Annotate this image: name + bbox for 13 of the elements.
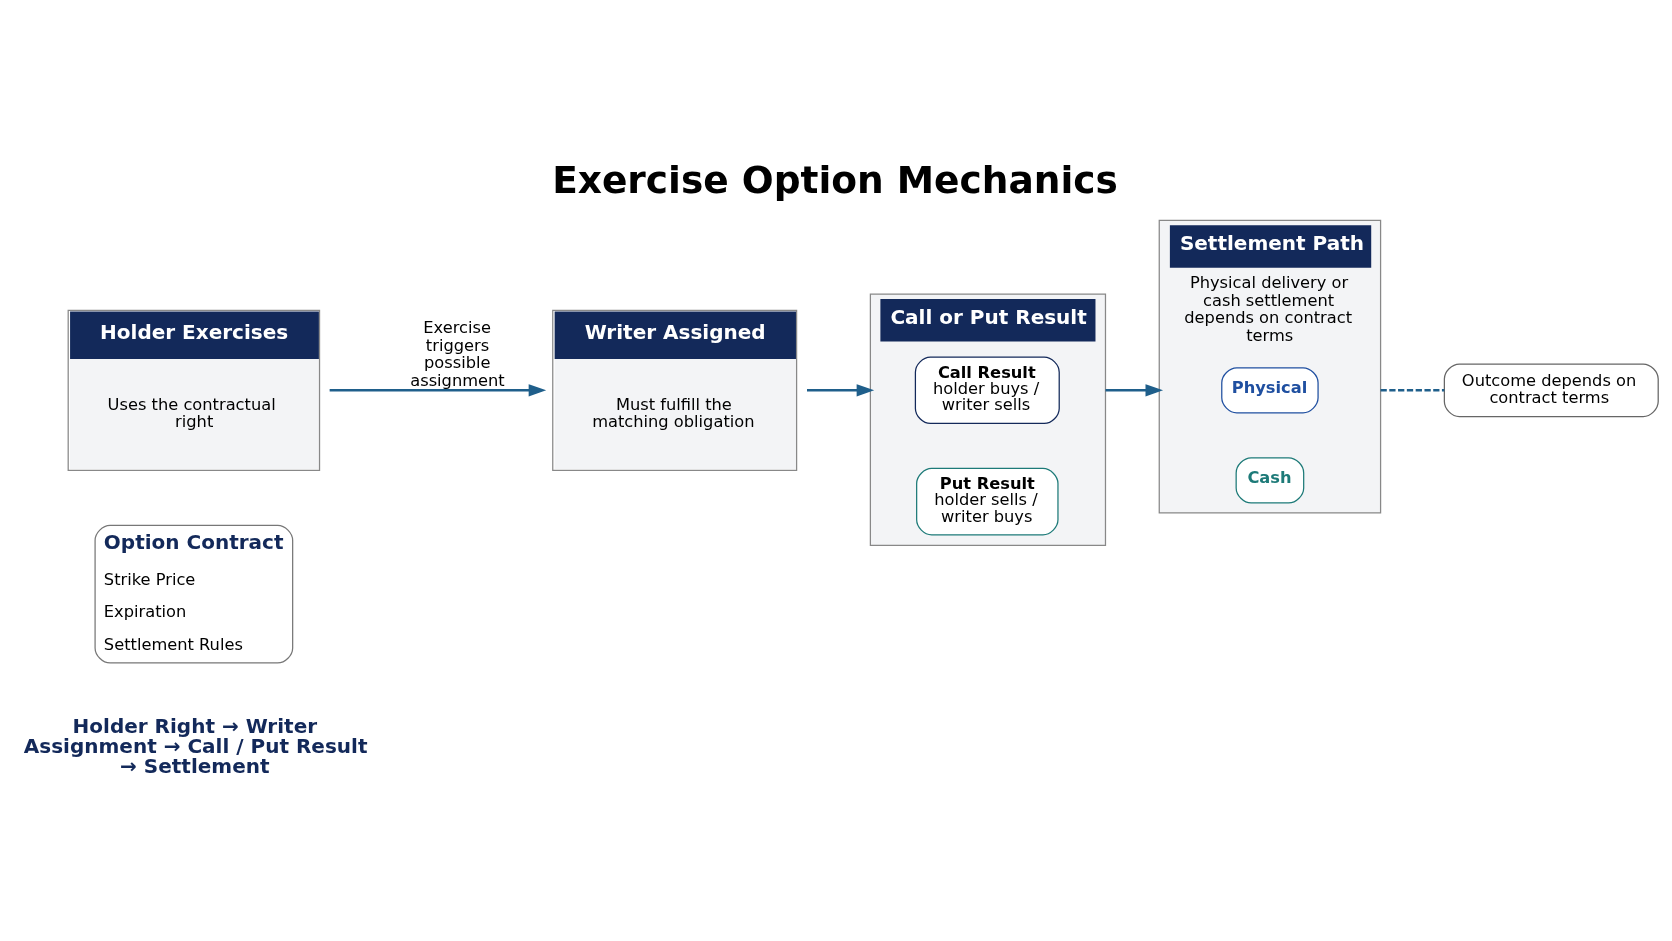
node-box: Physical [1221,366,1319,413]
edge-label: Exercise triggers possible assignment [410,317,505,390]
connector [1380,388,1445,392]
arrow [1105,383,1164,396]
node-box: Cash [1235,456,1305,503]
diagram-title: Exercise Option Mechanics [552,157,1118,202]
node-box: Put Result holder sells / writer buys [916,467,1059,535]
node-box: Call Result holder buys / writer sells [914,356,1060,424]
arrow [329,383,547,396]
node-box: Outcome depends on contract terms [1443,362,1659,417]
arrow [807,383,875,396]
node-box: Option Contract Strike Price Expiration Settlement Rules [94,524,294,664]
label: Holder Right → Writer Assignment → Call / Put Result → Settlement [23,713,368,778]
